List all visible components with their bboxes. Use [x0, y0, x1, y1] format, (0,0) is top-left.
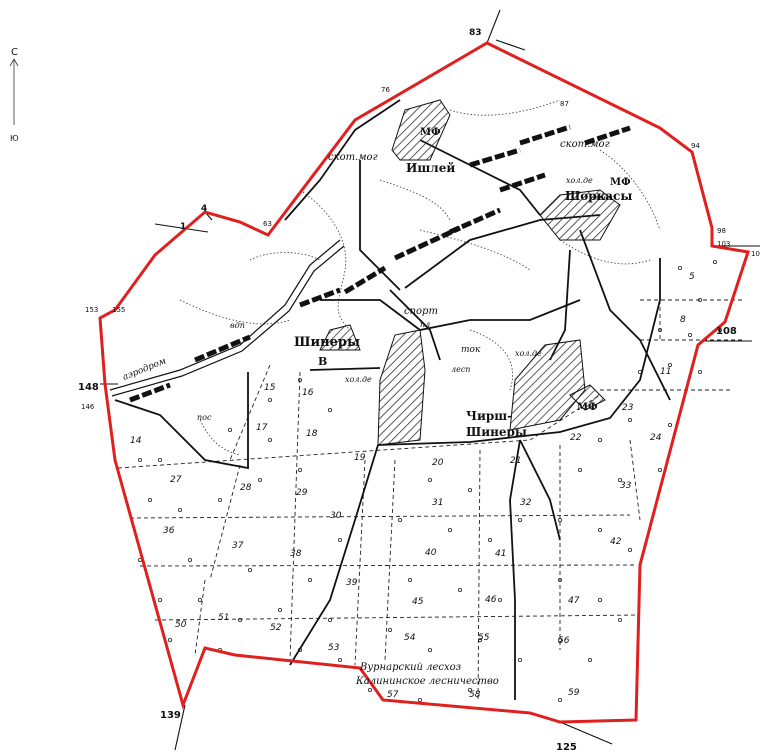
compartment-5: 5 [689, 272, 695, 282]
compartment-27: 27 [170, 475, 182, 485]
compartment-30: 30 [330, 511, 342, 521]
point-103: 103 [717, 240, 730, 248]
b-label: В [318, 355, 327, 368]
point-148: 148 [78, 382, 99, 393]
roads [114, 99, 671, 700]
hold-de-3: хол.де [345, 375, 372, 384]
settlement-ishley: Ишлей [406, 161, 455, 175]
compartment-18: 18 [306, 429, 318, 439]
forest-dots [137, 259, 723, 703]
settlement-shinery: Шинеры [294, 335, 360, 350]
vdp-label: вдп [230, 321, 245, 330]
point-139: 139 [160, 710, 181, 721]
compartment-52: 52 [270, 623, 282, 633]
boundary-ticks [100, 9, 760, 751]
compartment-31: 31 [432, 498, 443, 508]
hold-de-2: хол.де [515, 349, 542, 358]
compartment-16: 16 [302, 388, 314, 398]
point-63: 63 [263, 220, 272, 228]
streams [179, 99, 661, 456]
lesp-label: лесп [451, 365, 470, 374]
compartment-54: 54 [404, 633, 416, 643]
compartment-21: 21 [510, 456, 521, 466]
compartment-11: 11 [660, 367, 671, 377]
compartment-53: 53 [328, 643, 340, 653]
tok-label: ток [461, 345, 481, 355]
point-4: 4 [201, 204, 207, 214]
compartment-36: 36 [163, 526, 175, 536]
point-153: 153 [85, 306, 98, 314]
compartment-47: 47 [568, 596, 580, 606]
compartment-37: 37 [232, 541, 244, 551]
point-76: 76 [381, 86, 390, 94]
compartment-38: 38 [290, 549, 302, 559]
compartment-50: 50 [175, 620, 187, 630]
forestry-label-1: Вурнарский лесхоз [359, 662, 461, 673]
hatched-strips [129, 124, 631, 403]
skot-mog-2: скот.мог [560, 139, 610, 150]
point-98: 98 [717, 227, 726, 235]
settlement-chirsh-1: Чирш- [466, 409, 512, 423]
compartment-labels: 5 8 11 14 15 16 17 18 19 20 21 22 23 24 … [130, 272, 695, 700]
boundary-point-labels: 83 76 87 94 98 103 10 108 63 4 1 153 155… [78, 28, 760, 753]
mf-label-2: МФ [610, 177, 631, 188]
compartment-20: 20 [432, 458, 444, 468]
compartment-56: 56 [558, 636, 570, 646]
compartment-51: 51 [218, 613, 229, 623]
compartment-41: 41 [495, 549, 506, 559]
compartment-19: 19 [354, 453, 366, 463]
compartment-39: 39 [346, 578, 358, 588]
compartment-57: 57 [387, 690, 399, 700]
compartment-24: 24 [650, 433, 662, 443]
compartment-40: 40 [425, 548, 437, 558]
settlement-shorkasy: Шоркасы [565, 189, 632, 203]
point-155: 155 [112, 306, 125, 314]
mf-label-3: МФ [577, 402, 598, 413]
compartment-29: 29 [296, 488, 308, 498]
point-108: 108 [716, 326, 737, 337]
compartment-17: 17 [256, 423, 268, 433]
compartment-23: 23 [622, 403, 634, 413]
compartment-42: 42 [610, 537, 622, 547]
point-146: 146 [81, 403, 95, 411]
compartment-14: 14 [130, 436, 142, 446]
point-87: 87 [560, 100, 569, 108]
compass-north: С [11, 47, 18, 58]
compartment-55: 55 [478, 633, 490, 643]
compartment-grid [117, 258, 745, 701]
compartment-32: 32 [520, 498, 532, 508]
compass-south: Ю [10, 134, 19, 143]
point-10: 10 [751, 250, 760, 258]
compass: С Ю [9, 47, 19, 143]
point-125: 125 [556, 742, 577, 753]
settlements-hatched [319, 99, 621, 446]
compartment-46: 46 [485, 595, 497, 605]
railway [109, 239, 345, 397]
sport-label-2: пл [420, 320, 430, 329]
point-1: 1 [180, 222, 186, 232]
forestry-label-2: Калининское лесничество [355, 676, 499, 687]
point-94: 94 [691, 142, 700, 150]
pos-label: пос [197, 413, 212, 422]
compartment-8: 8 [680, 315, 686, 325]
farm-boundary [98, 41, 750, 724]
compartment-15: 15 [264, 383, 276, 393]
point-83: 83 [469, 28, 482, 38]
compartment-28: 28 [240, 483, 252, 493]
aerodrome-label: аэродром [121, 356, 167, 382]
skot-mog-1: скот.мог [328, 152, 378, 163]
mf-label-1: МФ [420, 127, 441, 138]
compartment-33: 33 [620, 481, 632, 491]
compartment-45: 45 [412, 597, 424, 607]
sport-label: спорт [404, 306, 438, 317]
mod-label: мод [592, 193, 609, 202]
settlement-labels: Ишлей Шоркасы Шинеры Чирш- Шинеры МФ МФ … [294, 127, 632, 439]
settlement-chirsh-2: Шинеры [466, 425, 527, 439]
compartment-22: 22 [570, 433, 582, 443]
compartment-58: 58 [469, 690, 481, 700]
compartment-59: 59 [568, 688, 580, 698]
hold-de-1: хол.де [566, 176, 593, 185]
